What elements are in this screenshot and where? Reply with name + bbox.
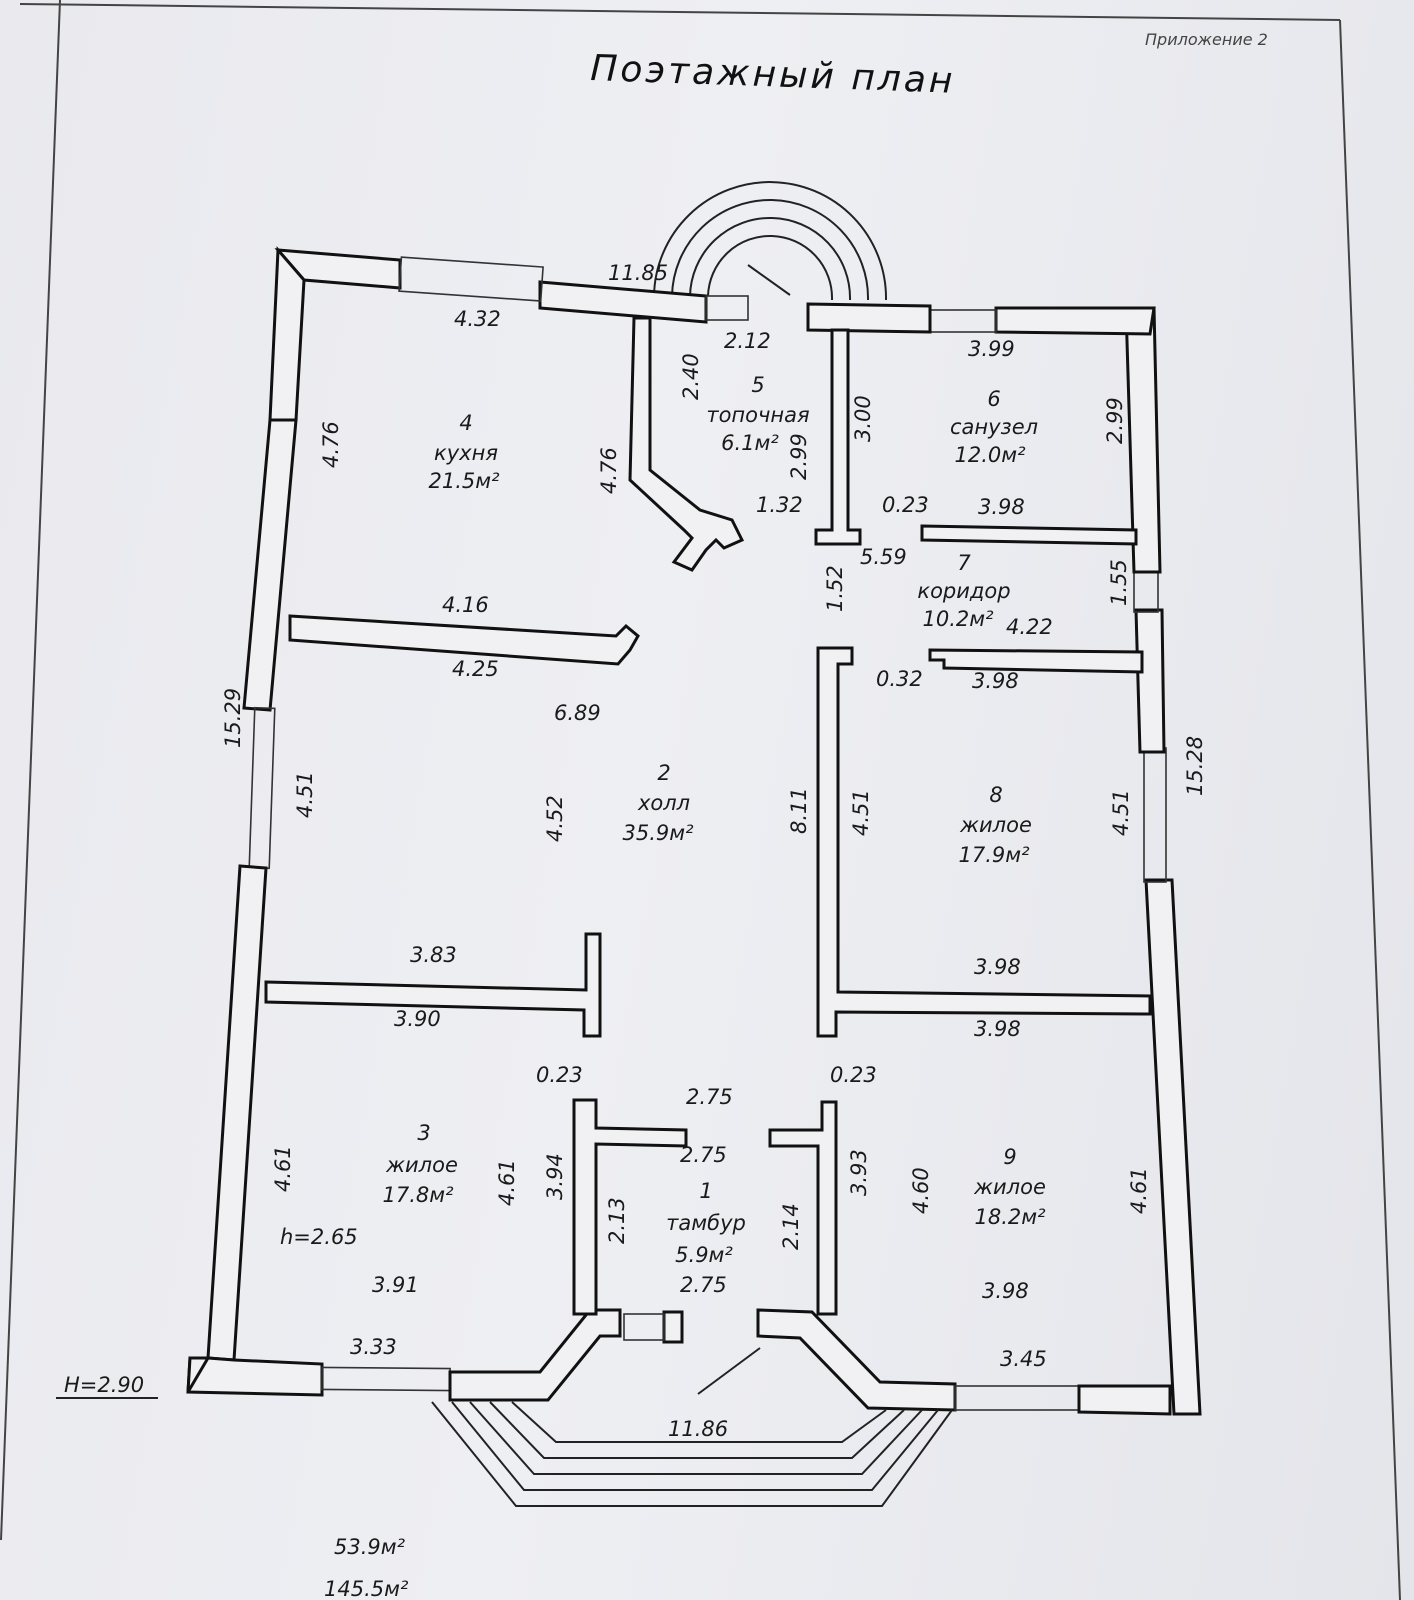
room-6-area: 12.0м² xyxy=(954,443,1026,467)
room-height: h=2.65 xyxy=(280,1225,358,1249)
dim-3-90: 3.90 xyxy=(394,1007,441,1031)
dim-4-51-left: 4.51 xyxy=(293,771,317,818)
sheet-border-right xyxy=(1339,19,1401,1600)
room-labels: 4 кухня 21.5м² 5 топочная 6.1м² 6 санузе… xyxy=(382,373,1046,1267)
dim-15-28: 15.28 xyxy=(1183,736,1207,796)
room-5-num: 5 xyxy=(751,373,764,397)
dim-8-11: 8.11 xyxy=(787,787,811,834)
dim-0-23-c: 0.23 xyxy=(830,1063,877,1087)
dim-3-98-b: 3.98 xyxy=(972,669,1019,693)
room-3-area: 17.8м² xyxy=(382,1183,454,1207)
room-9-area: 18.2м² xyxy=(974,1205,1046,1229)
room-6-num: 6 xyxy=(987,387,1000,411)
room-3-num: 3 xyxy=(417,1121,430,1145)
room-6-name: санузел xyxy=(950,415,1038,439)
dim-2-75-c: 2.75 xyxy=(680,1273,727,1297)
dim-2-99-right: 2.99 xyxy=(1103,397,1127,444)
room-1-name: тамбур xyxy=(666,1211,746,1235)
dim-2-99-boiler: 2.99 xyxy=(787,433,811,480)
room-8-name: жилое xyxy=(959,813,1032,837)
dim-4-61-right: 4.61 xyxy=(1127,1167,1151,1214)
dim-3-83: 3.83 xyxy=(410,943,457,967)
dim-3-99: 3.99 xyxy=(968,337,1015,361)
page-title: Поэтажный план xyxy=(590,48,956,102)
room-5-name: топочная xyxy=(706,403,809,427)
dim-4-22: 4.22 xyxy=(1006,615,1053,639)
entrance-stairs xyxy=(431,1347,953,1507)
dim-1-55: 1.55 xyxy=(1107,559,1131,606)
room-2-name: холл xyxy=(637,791,690,815)
dim-3-98-a: 3.98 xyxy=(978,495,1025,519)
dim-4-60: 4.60 xyxy=(909,1167,933,1214)
dim-1-32: 1.32 xyxy=(756,493,803,517)
dim-6-89: 6.89 xyxy=(554,701,601,725)
dim-0-23-a: 0.23 xyxy=(882,493,929,517)
dim-4-76-inner: 4.76 xyxy=(597,447,621,494)
dim-4-25: 4.25 xyxy=(452,657,499,681)
room-9-name: жилое xyxy=(973,1175,1046,1199)
dim-2-40: 2.40 xyxy=(679,353,703,400)
dim-4-16: 4.16 xyxy=(442,593,489,617)
dim-3-93: 3.93 xyxy=(847,1149,871,1196)
room-1-num: 1 xyxy=(699,1179,712,1203)
dim-3-98-d: 3.98 xyxy=(974,1017,1021,1041)
dim-3-91: 3.91 xyxy=(372,1273,419,1297)
room-5-area: 6.1м² xyxy=(721,431,779,455)
dimensions: 11.85 4.32 2.12 3.99 2.40 4.76 4.76 2.99… xyxy=(221,261,1207,1441)
dim-3-98-e: 3.98 xyxy=(982,1279,1029,1303)
room-8-num: 8 xyxy=(989,783,1002,807)
floor-height-label: H=2.90 xyxy=(64,1373,144,1397)
room-9-num: 9 xyxy=(1003,1145,1016,1169)
dim-0-32: 0.32 xyxy=(876,667,923,691)
dim-3-33: 3.33 xyxy=(350,1335,397,1359)
room-4-name: кухня xyxy=(434,441,498,465)
room-7-num: 7 xyxy=(957,551,971,575)
dim-2-75-b: 2.75 xyxy=(680,1143,727,1167)
dim-3-00: 3.00 xyxy=(851,395,875,442)
dim-0-23-b: 0.23 xyxy=(536,1063,583,1087)
appendix-label: Приложение 2 xyxy=(1145,30,1268,49)
dim-4-32: 4.32 xyxy=(454,307,501,331)
dim-4-51-mid: 4.51 xyxy=(849,789,873,836)
dim-2-13: 2.13 xyxy=(605,1197,629,1244)
dim-5-59: 5.59 xyxy=(860,545,907,569)
dim-2-14: 2.14 xyxy=(779,1203,803,1250)
dim-3-45: 3.45 xyxy=(1000,1347,1047,1371)
sheet-border-left xyxy=(0,0,61,1541)
dim-15-29: 15.29 xyxy=(221,688,245,748)
inner-walls xyxy=(264,316,1152,1316)
dim-4-61-left: 4.61 xyxy=(271,1145,295,1192)
dim-3-94: 3.94 xyxy=(543,1153,567,1200)
dim-3-98-c: 3.98 xyxy=(974,955,1021,979)
dim-4-52: 4.52 xyxy=(543,795,567,842)
dim-2-75-a: 2.75 xyxy=(686,1085,733,1109)
room-3-name: жилое xyxy=(385,1153,458,1177)
sheet-border-top xyxy=(19,3,1341,21)
dim-2-12: 2.12 xyxy=(724,329,771,353)
dim-4-51-right: 4.51 xyxy=(1109,789,1133,836)
dim-4-76-left: 4.76 xyxy=(319,421,343,468)
room-4-num: 4 xyxy=(459,411,472,435)
living-area-total: 53.9м² xyxy=(334,1535,406,1559)
top-stairs xyxy=(653,181,888,301)
room-8-area: 17.9м² xyxy=(958,843,1030,867)
room-1-area: 5.9м² xyxy=(675,1243,733,1267)
dim-1-52: 1.52 xyxy=(823,565,847,612)
total-area: 145.5м² xyxy=(324,1577,409,1600)
room-7-name: коридор xyxy=(917,579,1010,603)
dim-11-86: 11.86 xyxy=(668,1417,728,1441)
room-4-area: 21.5м² xyxy=(428,469,500,493)
room-2-area: 35.9м² xyxy=(622,821,694,845)
dim-11-85: 11.85 xyxy=(608,261,668,285)
outer-walls xyxy=(186,246,1202,1416)
room-2-num: 2 xyxy=(657,761,670,785)
room-7-area: 10.2м² xyxy=(922,607,994,631)
dim-4-61-mid: 4.61 xyxy=(495,1159,519,1206)
